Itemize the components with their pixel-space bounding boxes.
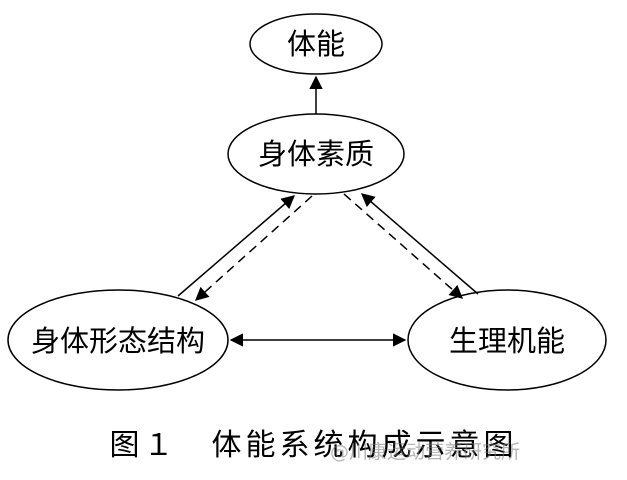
node-left-ellipse — [7, 289, 229, 391]
arrow-right-to-middle-solid — [360, 193, 479, 295]
node-top-ellipse — [249, 13, 383, 75]
arrow-middle-to-left-dashed — [194, 195, 313, 301]
node-top-label: 体能 — [287, 27, 345, 61]
node-right-ellipse — [407, 289, 607, 391]
node-right-label: 生理机能 — [449, 324, 565, 358]
node-middle-label: 身体素质 — [258, 137, 374, 171]
watermark-text: @川康运动营养研究所 — [330, 441, 521, 463]
arrow-left-to-middle-solid — [177, 195, 296, 297]
node-left-label: 身体形态结构 — [31, 324, 205, 358]
arrow-middle-to-right-dashed — [343, 193, 464, 299]
figure-caption: 图１ 体能系统构成示意图 — [109, 428, 518, 463]
